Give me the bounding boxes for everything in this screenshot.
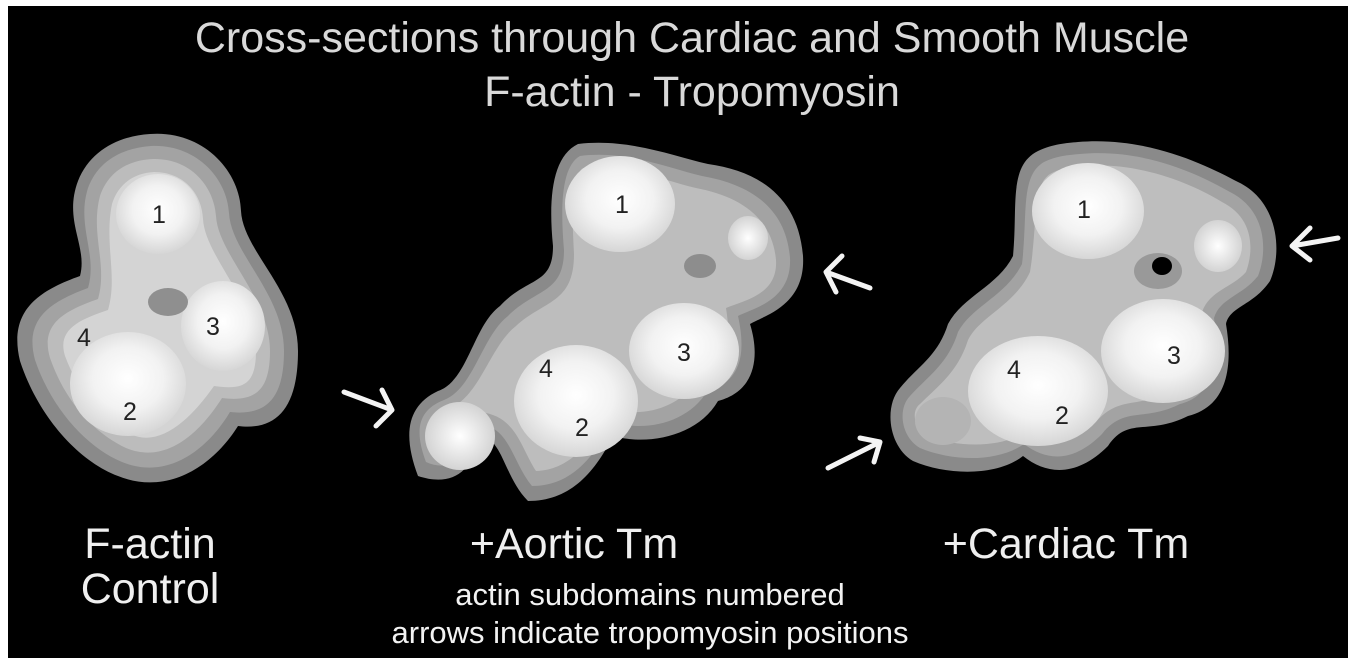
- panel-label-line2: Control: [81, 565, 220, 613]
- subdomain-4-label: 4: [1007, 356, 1021, 384]
- panel-label-line1: F-actin: [84, 520, 215, 568]
- panel-aortic-tm: 1 2 3 4 +Aortic Tm: [344, 143, 870, 568]
- note-line1: actin subdomains numbered: [455, 577, 844, 612]
- subdomain-2-label: 2: [123, 398, 137, 426]
- note-line2: arrows indicate tropomyosin positions: [392, 615, 909, 650]
- subdomain-3-label: 3: [1167, 342, 1181, 370]
- panel-label: +Cardiac Tm: [943, 520, 1190, 568]
- subdomain-4-label: 4: [539, 355, 553, 383]
- diagram-svg: Cross-sections through Cardiac and Smoot…: [8, 6, 1348, 658]
- density-map-control: [17, 134, 298, 483]
- subdomain-4-label: 4: [77, 324, 91, 352]
- subdomain-1-label: 1: [152, 201, 166, 229]
- tropomyosin-arrow-icon: [826, 256, 870, 292]
- subdomain-3-label: 3: [206, 313, 220, 341]
- subdomain-2-label: 2: [1055, 402, 1069, 430]
- tropomyosin-arrow-icon: [1292, 228, 1338, 260]
- subdomain-2-label: 2: [575, 414, 589, 442]
- panel-label: +Aortic Tm: [470, 520, 678, 568]
- panel-cardiac-tm: 1 2 3 4 +Cardiac Tm: [828, 141, 1338, 568]
- figure-canvas: Cross-sections through Cardiac and Smoot…: [8, 6, 1348, 658]
- subdomain-1-label: 1: [615, 191, 629, 219]
- density-map-cardiac: [890, 141, 1276, 471]
- title-line1: Cross-sections through Cardiac and Smoot…: [195, 14, 1189, 62]
- subdomain-3-label: 3: [677, 339, 691, 367]
- tropomyosin-arrow-icon: [344, 390, 392, 426]
- density-map-aortic: [409, 143, 803, 501]
- title-line2: F-actin - Tropomyosin: [484, 68, 900, 116]
- tropomyosin-arrow-icon: [828, 438, 880, 468]
- subdomain-1-label: 1: [1077, 196, 1091, 224]
- panel-factin-control: 1 2 3 4 F-actin Control: [17, 134, 298, 613]
